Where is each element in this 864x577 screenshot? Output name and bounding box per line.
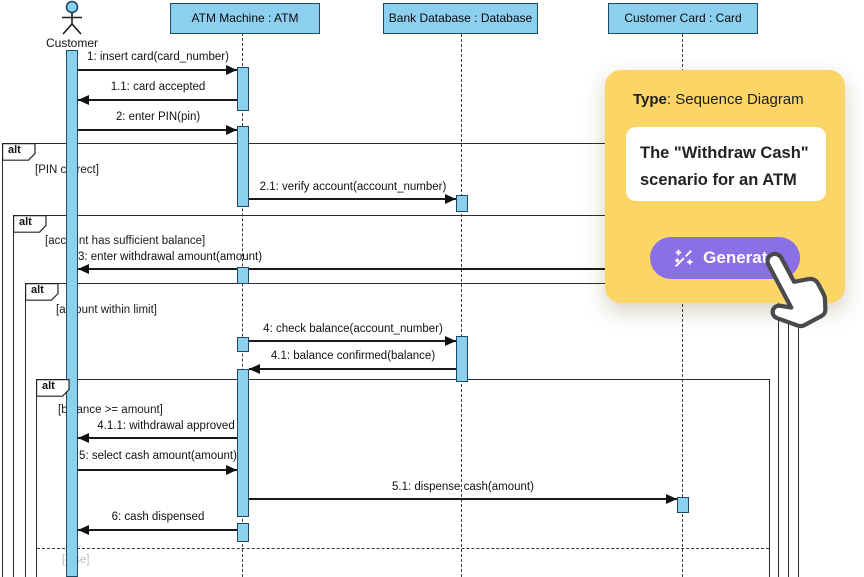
message-label-5-1: 5.1: dispense cash(amount) [392,481,534,493]
fragment-pentagon-icon [36,379,70,397]
arrowhead-icon [78,264,89,274]
arrowhead-icon [249,364,260,374]
alt-operator-label: alt [42,380,55,392]
alt-fragment-3 [25,283,779,577]
message-line-4 [249,340,456,342]
lifeline-head-bank-database: Bank Database : Database [383,3,538,34]
diagram-type-line: Type: Sequence Diagram [633,91,804,108]
type-value: : Sequence Diagram [666,91,804,108]
actor-label: Customer [45,36,98,50]
message-line-4-1 [249,368,456,370]
activation-bar-atm [237,126,249,207]
message-label-3: 3: enter withdrawal amount(amount) [77,251,263,263]
lifeline-atm [242,33,243,577]
guard-label-sufficient-balance: [account has sufficient balance] [45,235,206,247]
alt-fragment-2 [13,215,789,577]
message-label-2-1: 2.1: verify account(account_number) [259,181,447,193]
hand-cursor-icon [765,251,828,329]
magic-wand-icon [675,249,693,267]
activation-bar-atm [237,523,249,542]
arrowhead-icon [226,125,237,135]
arrowhead-icon [78,433,89,443]
lifeline-head-customer-card: Customer Card : Card [608,3,758,34]
lifeline-customer-card [682,34,683,577]
fragment-pentagon-icon [25,283,59,301]
prompt-line-1: The "Withdraw Cash" [640,144,809,162]
message-label-1-1: 1.1: card accepted [110,81,206,93]
message-label-6: 6: cash dispensed [111,511,205,523]
alt-operator-label: alt [31,284,44,296]
message-label-1: 1: insert card(card_number) [87,51,229,63]
actor-icon [62,0,82,35]
arrowhead-icon [666,494,677,504]
alt-operator-tag-1: alt [2,143,36,161]
alt-operator-label: alt [19,216,32,228]
message-label-2: 2: enter PIN(pin) [115,111,201,123]
activation-bar-atm [237,337,249,352]
message-label-4: 4: check balance(account_number) [263,323,443,335]
activation-bar-atm [237,267,249,284]
message-label-5: 5: select cash amount(amount) [79,450,237,462]
message-line-3 [78,268,683,270]
alt-fragment-4 [36,379,770,577]
alt-operator-tag-2: alt [13,215,47,233]
guard-label-balance-ge-amount: [balance >= amount] [58,404,163,416]
alt-fragment-1 [2,143,799,577]
message-line-4-1-1 [78,437,237,439]
prompt-text-box: The "Withdraw Cash" scenario for an ATM [626,127,826,201]
guard-label-within-limit: [amount within limit] [56,304,157,316]
activation-bar-atm [237,369,249,517]
message-line-1-1 [78,99,237,101]
activation-bar-bank-database [456,336,468,382]
arrowhead-icon [226,65,237,75]
arrowhead-icon [78,525,89,535]
fragment-pentagon-icon [13,215,47,233]
arrowhead-icon [445,336,456,346]
message-line-2-1 [249,198,456,200]
arrowhead-icon [226,465,237,475]
type-label: Type [633,91,667,108]
message-line-6 [78,529,237,531]
fragment-pentagon-icon [2,143,36,161]
activation-bar-bank-database [456,195,468,212]
arrowhead-icon [445,194,456,204]
prompt-line-2: scenario for an ATM [640,171,797,189]
lifeline-bank-database [461,34,462,577]
message-line-5 [78,469,237,471]
alt-else-divider [37,548,769,549]
message-line-1 [78,69,237,71]
lifeline-head-atm: ATM Machine : ATM [170,3,320,34]
arrowhead-icon [78,95,89,105]
activation-bar-atm [237,67,249,111]
message-label-4-1-1: 4.1.1: withdrawal approved [97,420,235,432]
alt-operator-tag-3: alt [25,283,59,301]
activation-bar-customer-card [677,497,689,513]
alt-operator-label: alt [8,144,21,156]
activation-bar-customer [66,50,78,577]
message-line-5-1 [249,498,677,500]
ai-prompt-card: Type: Sequence Diagram The "Withdraw Cas… [605,70,845,329]
alt-operator-tag-4: alt [36,379,70,397]
message-line-2 [78,129,237,131]
message-label-4-1: 4.1: balance confirmed(balance) [270,350,436,362]
generate-button-label: Generate [703,248,777,267]
